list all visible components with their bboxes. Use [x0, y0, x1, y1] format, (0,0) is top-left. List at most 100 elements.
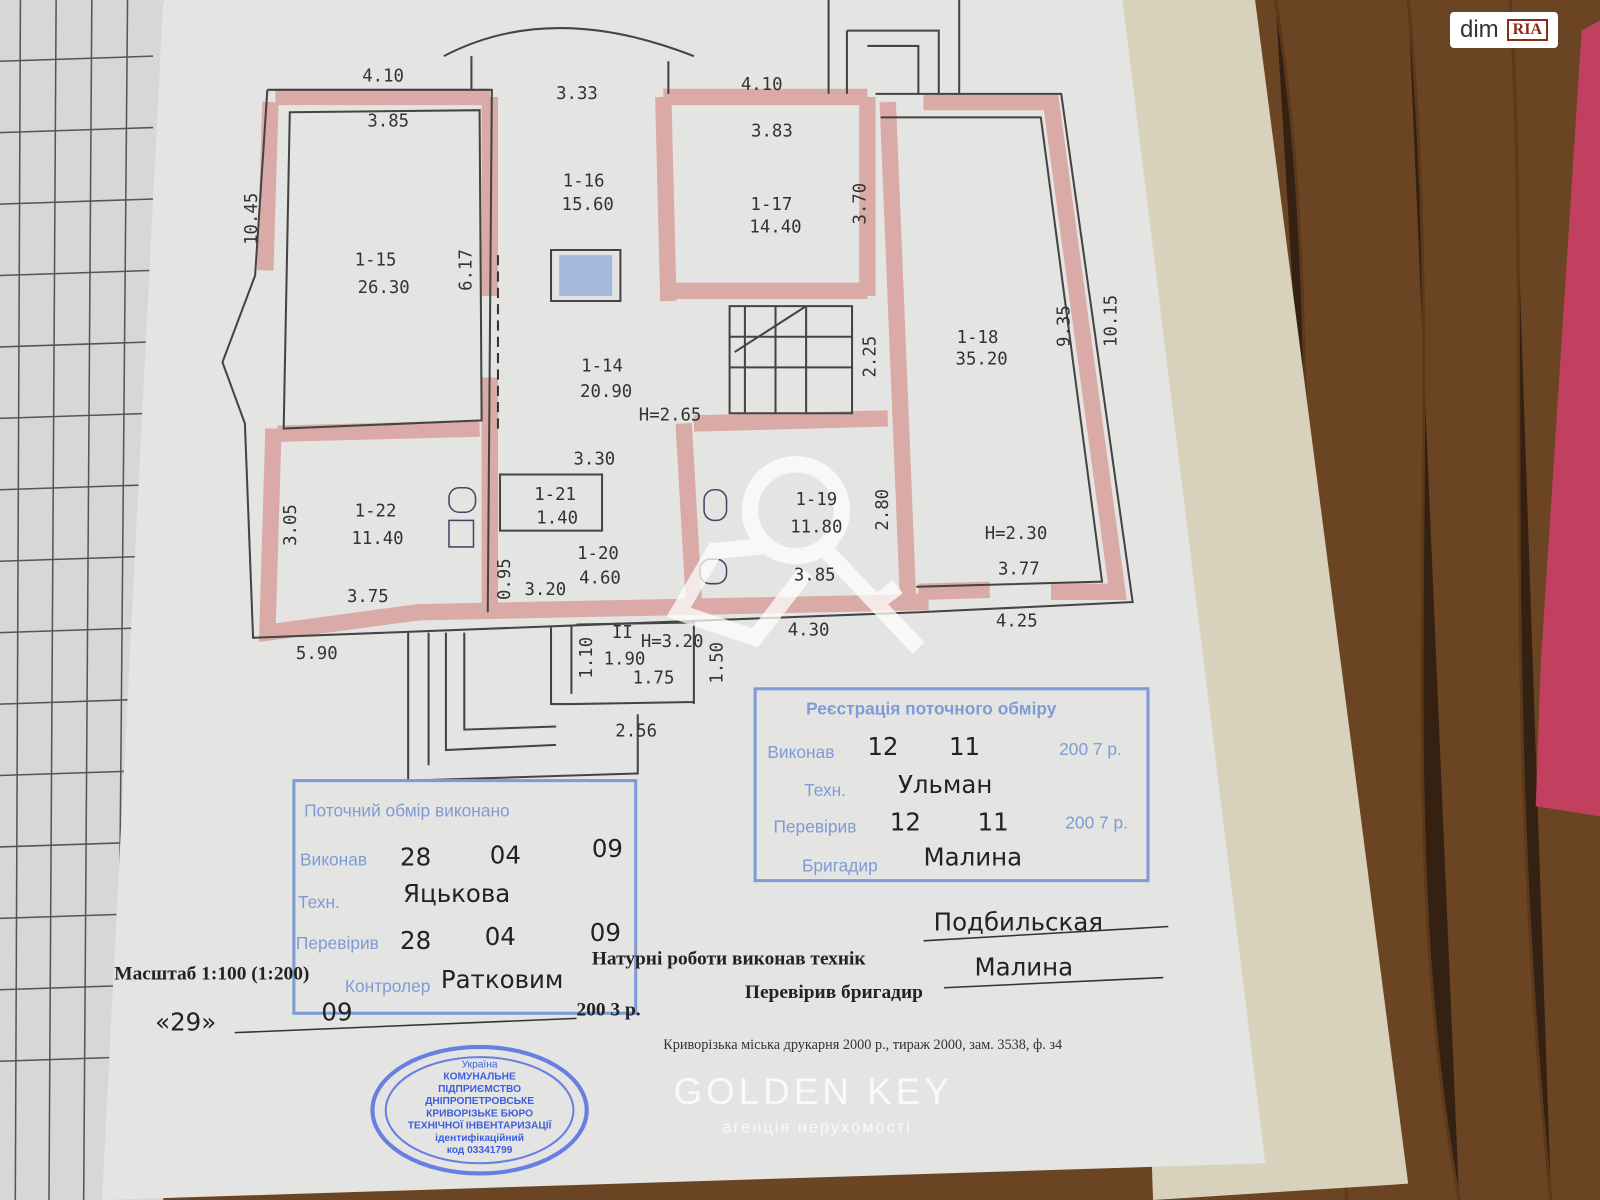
plan-label: 4.25: [996, 612, 1038, 632]
logo-ria: RIA: [1506, 19, 1548, 41]
plan-label: 04: [490, 840, 521, 869]
plan-label: 1.10: [577, 637, 597, 679]
plan-label: 3.77: [998, 559, 1040, 579]
plan-label: 4.10: [741, 75, 783, 95]
stair-window: [559, 255, 613, 296]
plan-label: Ульман: [898, 770, 992, 799]
room-id: 1-18: [957, 328, 999, 348]
watermark-brand: GOLDEN KEY: [673, 1071, 953, 1112]
room-id: 1-14: [581, 356, 623, 376]
room-area: 26.30: [358, 278, 410, 298]
plan-label: 09: [592, 834, 623, 863]
register-2007-box: Реєстрація поточного обміру Виконав 12 1…: [753, 687, 1150, 883]
plan-label: 3.05: [281, 504, 301, 546]
room-id: II: [612, 623, 633, 643]
plan-label: 4.10: [362, 67, 404, 87]
room-id: 1-21: [534, 485, 576, 505]
plan-label: 3.83: [751, 122, 793, 142]
plan-label: 200 7 р.: [1059, 739, 1122, 759]
plan-label: 4.30: [788, 621, 830, 641]
plan-label: 2.56: [615, 722, 657, 742]
plan-label: 9.35: [1054, 305, 1074, 347]
plan-label: 04: [485, 922, 516, 951]
plan-label: «29»: [155, 1008, 216, 1037]
plan-label: 10.15: [1101, 295, 1121, 347]
plan-label: 3.33: [556, 84, 598, 104]
fixtures: [448, 486, 728, 585]
plan-label: Реєстрація поточного обміру: [806, 698, 1057, 718]
plan-label: 09: [590, 918, 621, 947]
plan-label: 11: [978, 808, 1009, 837]
stamp-line: КРИВОРІЗЬКЕ БЮРО: [426, 1108, 533, 1119]
room-area: 15.60: [562, 195, 614, 215]
plan-label: H=3.20: [641, 632, 704, 652]
plan-label: Контролер: [345, 976, 431, 996]
plan-label: Техн.: [804, 780, 846, 800]
walls: [257, 88, 1127, 643]
dimension-labels: 4.10 3.85 3.33 4.10 3.83 10.45 6.17 3.70…: [242, 67, 1121, 742]
plan-label: 12: [890, 808, 921, 837]
plan-label: Криворізька міська друкарня 2000 р., тир…: [663, 1037, 1062, 1053]
plan-label: 28: [400, 842, 431, 871]
room-id: 1-20: [577, 544, 619, 564]
plan-label: 3.85: [367, 112, 409, 132]
plan-label: 11: [949, 732, 980, 761]
room-area: 35.20: [956, 349, 1008, 369]
room-area: 11.80: [790, 518, 842, 538]
register-2009-box: Поточний обмір виконано Виконав 28 04 09…: [292, 779, 638, 1015]
plan-label: 2.80: [873, 489, 893, 531]
plan-label: Масштаб 1:100 (1:200): [114, 964, 309, 985]
stamp-line: ідентифікаційний: [435, 1132, 524, 1144]
plan-label: 12: [867, 732, 898, 761]
room-area: 20.90: [580, 382, 632, 402]
plan-label: 09: [321, 997, 352, 1026]
plan-label: Перевірив: [296, 933, 379, 953]
plan-label: Яцькова: [403, 879, 510, 908]
plan-label: Малина: [923, 842, 1022, 871]
plan-label: 1.75: [633, 669, 675, 689]
logo-dim: dim: [1459, 16, 1499, 43]
room-id: 1-19: [795, 490, 837, 510]
plan-label: Натурні роботи виконав технік: [592, 948, 867, 969]
official-stamp: Україна КОМУНАЛЬНЕ ПІДПРИЄМСТВО ДНІПРОПЕ…: [370, 1044, 589, 1176]
plan-label: Перевірив: [773, 817, 856, 837]
form-footer: Масштаб 1:100 (1:200) Натурні роботи вик…: [114, 908, 1169, 1053]
room-id: 1-16: [563, 172, 605, 192]
dim-ria-logo: dim RIA: [1449, 12, 1558, 48]
plan-label: Перевірив бригадир: [745, 982, 923, 1003]
key-logo-icon: [666, 456, 925, 654]
stamp-line: ПІДПРИЄМСТВО: [438, 1084, 521, 1095]
room-id: 1-17: [751, 195, 793, 215]
plan-label: 5.90: [296, 644, 338, 664]
room-id: 1-15: [355, 250, 397, 270]
plan-label: 3.75: [347, 587, 389, 607]
plan-label: 2.25: [861, 336, 881, 378]
plan-label: Малина: [974, 953, 1073, 982]
stamp-line: ДНІПРОПЕТРОВСЬКЕ: [425, 1096, 534, 1107]
plan-label: 1.50: [707, 642, 727, 684]
room-area: 14.40: [749, 218, 801, 238]
pink-folder: [1535, 20, 1600, 817]
plan-label: 200 3 р.: [577, 999, 641, 1020]
golden-key-watermark: GOLDEN KEY агенція нерухомості: [673, 1071, 953, 1137]
plan-label: H=2.65: [639, 405, 702, 425]
plan-label: 3.30: [573, 449, 615, 469]
plan-label: 28: [400, 926, 431, 955]
plan-label: Техн.: [298, 892, 340, 912]
stamp-line: код 03341799: [447, 1145, 513, 1156]
room-area: 4.60: [579, 569, 621, 589]
plan-label: 3.20: [524, 580, 566, 600]
stamp-country: Україна: [462, 1059, 498, 1070]
plan-label: Поточний обмір виконано: [304, 800, 510, 820]
room-area: 1.40: [536, 508, 578, 528]
plan-label: Виконав: [300, 849, 367, 869]
plan-label: Ратковим: [441, 965, 564, 994]
plan-label: 0.95: [495, 558, 515, 600]
plan-label: 3.85: [794, 566, 836, 586]
room-area: 11.40: [351, 529, 403, 549]
plan-label: 200 7 р.: [1065, 813, 1128, 833]
room-id: 1-22: [355, 501, 397, 521]
plan-label: 6.17: [456, 249, 476, 291]
